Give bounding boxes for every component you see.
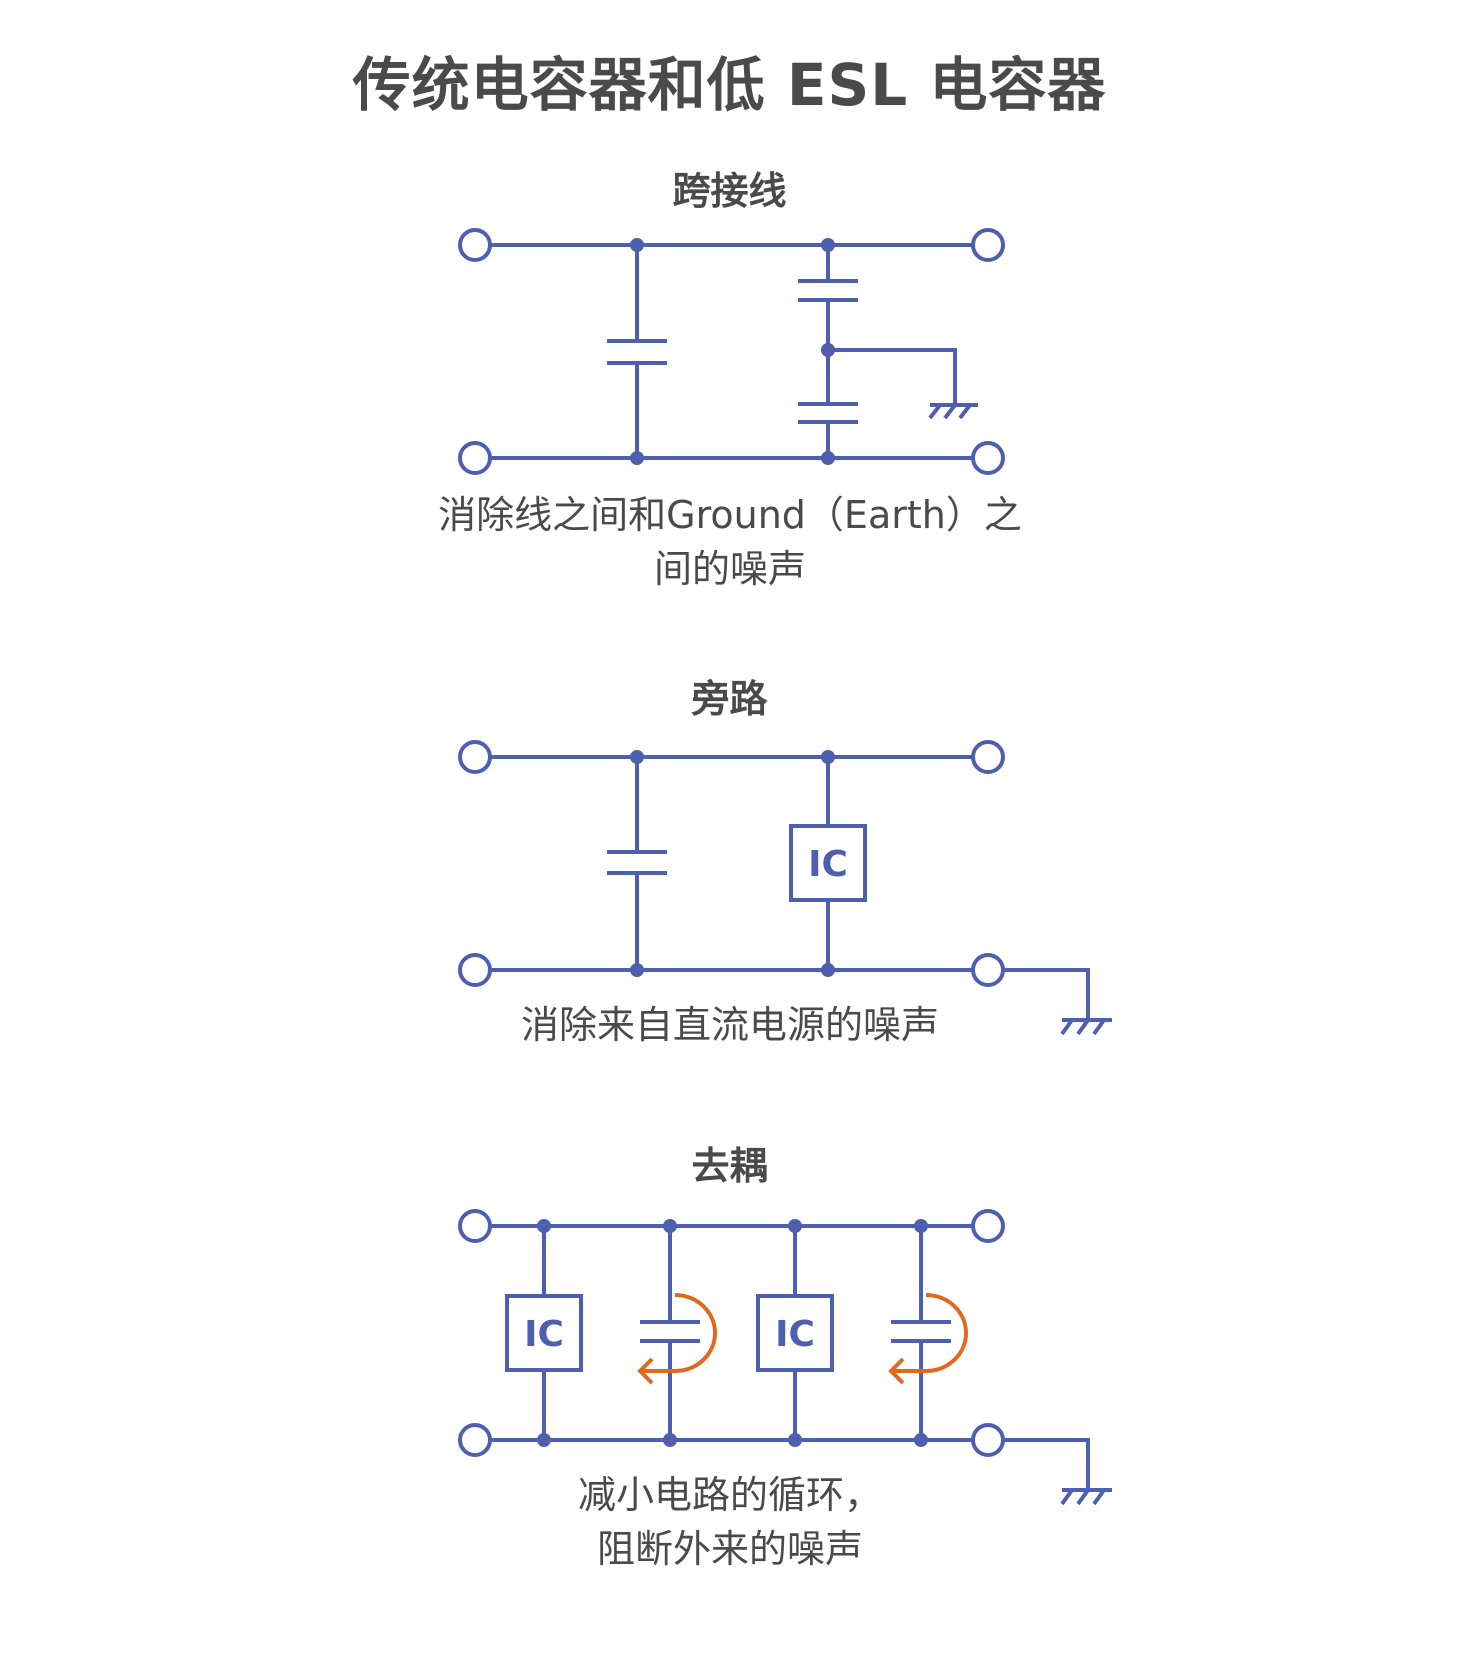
- ic-label: IC: [775, 1314, 815, 1355]
- crossline-circuit-diagram: [458, 228, 1005, 475]
- terminal-bottom-left: [458, 441, 492, 475]
- section-description-crossline: 消除线之间和Ground（Earth）之 间的噪声: [380, 488, 1080, 596]
- ground-symbol-hatch: [1092, 1488, 1106, 1506]
- terminal-top-right: [971, 1209, 1005, 1243]
- junction-dot: [914, 1219, 928, 1233]
- junction-dot: [788, 1433, 802, 1447]
- junction-dot: [821, 750, 835, 764]
- junction-dot: [537, 1433, 551, 1447]
- ic-label: IC: [524, 1314, 564, 1355]
- terminal-top-left: [458, 1209, 492, 1243]
- section-heading-crossline: 跨接线: [672, 169, 787, 213]
- ground-symbol-hatch: [1092, 1018, 1106, 1036]
- ground-symbol-hatch: [1076, 1488, 1090, 1506]
- description-line: 消除线之间和Ground（Earth）之: [438, 493, 1022, 537]
- description-line: 减小电路的循环，: [577, 1473, 882, 1517]
- current-loop-arrow: [891, 1293, 968, 1373]
- ground-lead-wire: [1003, 1438, 1090, 1490]
- terminal-bottom-right: [971, 441, 1005, 475]
- section-heading-decoupling: 去耦: [691, 1144, 768, 1188]
- junction-dot: [821, 451, 835, 465]
- junction-dot: [788, 1219, 802, 1233]
- ic-box: [789, 824, 867, 902]
- ground-symbol-hatch: [958, 403, 972, 420]
- ground-lead-wire: [1003, 968, 1090, 1020]
- description-line: 消除来自直流电源的噪声: [520, 1003, 939, 1047]
- terminal-bottom-left: [458, 1423, 492, 1457]
- terminal-top-right: [971, 228, 1005, 262]
- page-title: 传统电容器和低 ESL 电容器: [352, 51, 1107, 119]
- junction-dot: [914, 1433, 928, 1447]
- junction-dot: [630, 238, 644, 252]
- description-line: 间的噪声: [653, 547, 806, 591]
- description-line: 阻断外来的噪声: [596, 1527, 863, 1571]
- ground-symbol-hatch: [1076, 1018, 1090, 1036]
- ground-symbol-hatch: [943, 403, 957, 420]
- ic-box: [505, 1294, 583, 1372]
- terminal-top-left: [458, 740, 492, 774]
- ground-symbol-hatch: [1060, 1018, 1074, 1036]
- current-loop-arrowhead: [888, 1357, 905, 1385]
- terminal-top-right: [971, 740, 1005, 774]
- decoupling-circuit-diagram: IC IC: [458, 1209, 1112, 1506]
- junction-dot: [663, 1433, 677, 1447]
- terminal-bottom-right: [971, 1423, 1005, 1457]
- junction-dot: [537, 1219, 551, 1233]
- junction-dot: [821, 238, 835, 252]
- section-description-decoupling: 减小电路的循环， 阻断外来的噪声: [380, 1468, 1080, 1576]
- current-loop-arrowhead: [637, 1357, 654, 1385]
- section-heading-bypass: 旁路: [691, 677, 768, 721]
- terminal-bottom-left: [458, 953, 492, 987]
- junction-dot: [663, 1219, 677, 1233]
- junction-dot: [630, 451, 644, 465]
- current-loop-arrow: [640, 1293, 717, 1373]
- junction-dot: [630, 963, 644, 977]
- terminal-bottom-right: [971, 953, 1005, 987]
- ground-symbol-hatch: [1060, 1488, 1074, 1506]
- bypass-circuit-diagram: IC: [458, 740, 1112, 1036]
- section-description-bypass: 消除来自直流电源的噪声: [380, 998, 1080, 1052]
- junction-dot: [821, 343, 835, 357]
- junction-dot: [630, 750, 644, 764]
- ic-label: IC: [808, 844, 848, 885]
- terminal-top-left: [458, 228, 492, 262]
- ground-symbol-hatch: [928, 403, 942, 420]
- junction-dot: [821, 963, 835, 977]
- ground-lead-wire: [828, 348, 957, 405]
